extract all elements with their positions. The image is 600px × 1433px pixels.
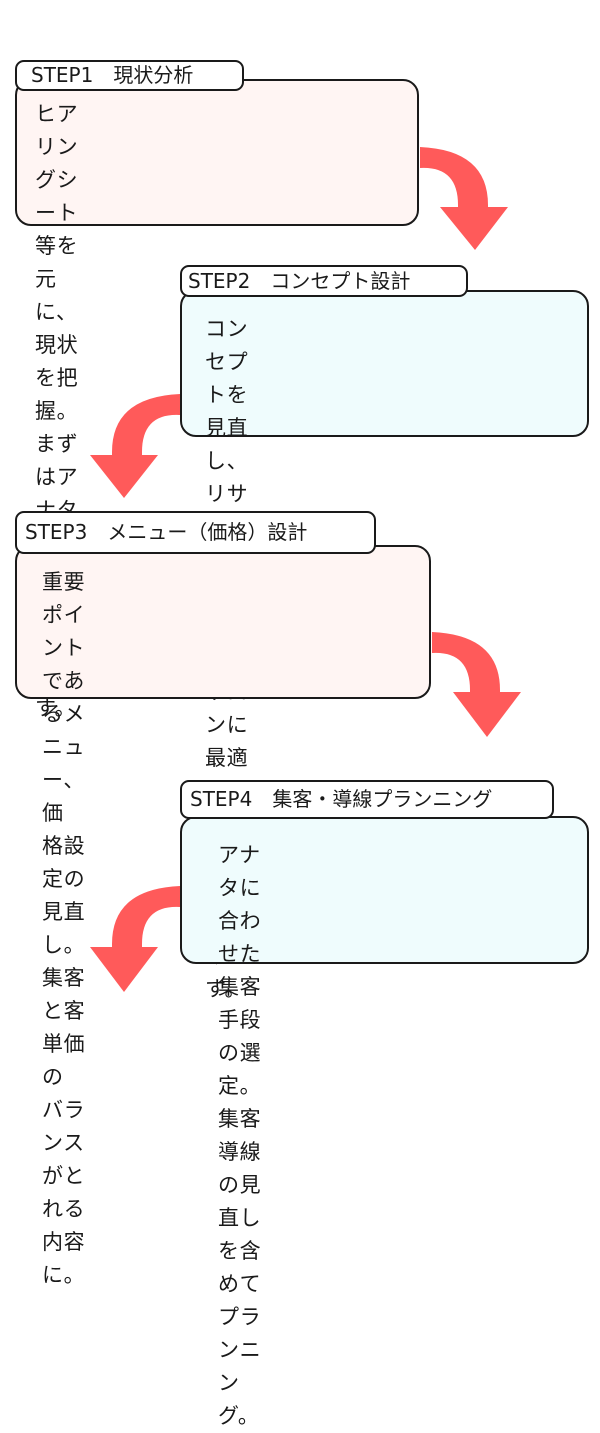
step-3-label: STEP3 メニュー（価格）設計	[15, 511, 376, 554]
step-1-box	[15, 79, 419, 226]
curved-arrow-down-right-1	[420, 147, 508, 250]
step-2-label: STEP2 コンセプト設計	[180, 265, 468, 297]
curved-arrow-down-left-2	[90, 886, 180, 992]
step-4-label: STEP4 集客・導線プランニング	[180, 780, 554, 819]
flow-arrows	[90, 147, 521, 992]
step-3-description: 重要ポイントであるメニュー、価 格設定の見直し。集客と客単価の バランスがとれる…	[42, 570, 86, 1287]
curved-arrow-down-right-2	[432, 632, 521, 737]
step-4-box	[180, 816, 589, 964]
step-3-box	[15, 545, 431, 699]
curved-arrow-down-left-1	[90, 394, 180, 498]
step-4-description: アナタに合わせた集客手段の選 定。集客導線の見直しを含めて プランニング。	[218, 843, 262, 1428]
step-1-label: STEP1 現状分析	[15, 60, 244, 91]
